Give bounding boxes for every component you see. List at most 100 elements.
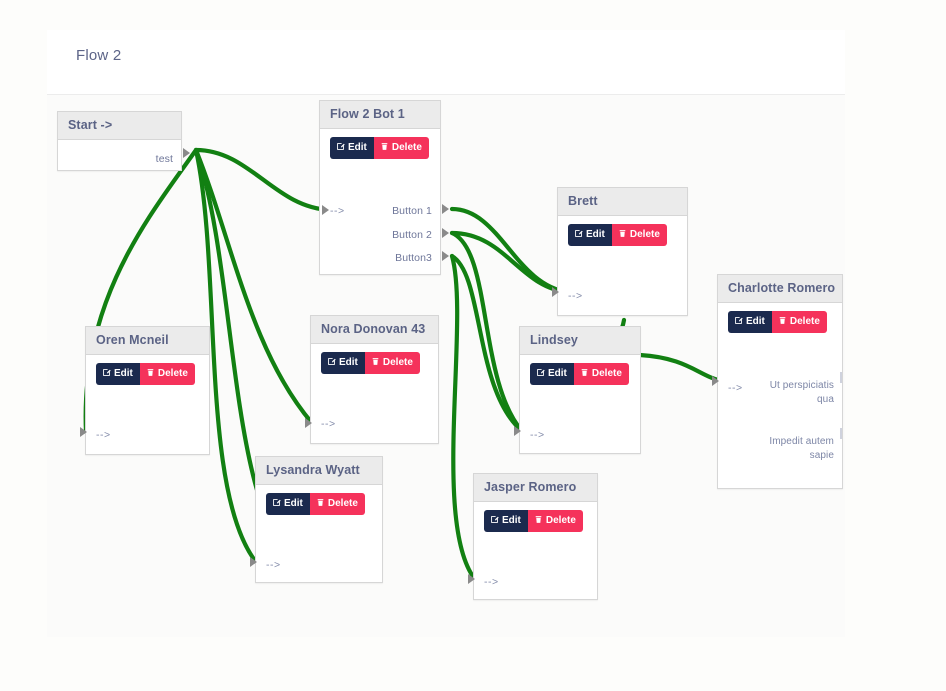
pencil-square-icon — [574, 229, 583, 240]
trash-icon — [371, 357, 380, 368]
edit-button-flow-2-bot-1[interactable]: Edit — [330, 137, 374, 159]
node-title-brett: Brett — [558, 188, 687, 216]
node-flow-2-bot-1[interactable]: Flow 2 Bot 1 Edit Delete --> Button 1 Bu… — [319, 100, 441, 275]
page-title: Flow 2 — [76, 47, 122, 64]
edit-button-lysandra-wyatt[interactable]: Edit — [266, 493, 310, 515]
input-port-label-charlotte-romero[interactable]: --> — [728, 382, 743, 394]
node-start[interactable]: Start -> test — [57, 111, 182, 171]
flow-header-panel: Flow 2 — [47, 30, 845, 95]
input-port-marker-charlotte-romero[interactable] — [712, 376, 719, 386]
pencil-square-icon — [734, 316, 743, 327]
input-port-label-nora-donovan-43[interactable]: --> — [321, 418, 336, 430]
node-actions-jasper-romero: Edit Delete — [474, 502, 597, 532]
trash-icon — [146, 368, 155, 379]
delete-button-lindsey[interactable]: Delete — [573, 363, 629, 385]
pencil-square-icon — [102, 368, 111, 379]
node-title-start: Start -> — [58, 112, 181, 140]
node-title-charlotte-romero: Charlotte Romero — [718, 275, 842, 303]
output-port-label-button-1[interactable]: Button 1 — [392, 205, 432, 217]
node-charlotte-romero[interactable]: Charlotte Romero Edit Delete --> Ut pers… — [717, 274, 843, 489]
node-actions-oren-mcneil: Edit Delete — [86, 355, 209, 385]
delete-button-flow-2-bot-1[interactable]: Delete — [373, 137, 429, 159]
delete-button-lysandra-wyatt[interactable]: Delete — [309, 493, 365, 515]
delete-button-jasper-romero[interactable]: Delete — [527, 510, 583, 532]
output-port-label-test[interactable]: test — [155, 153, 173, 165]
delete-button-label: Delete — [391, 142, 422, 153]
edit-button-charlotte-romero[interactable]: Edit — [728, 311, 772, 333]
input-port-label-brett[interactable]: --> — [568, 290, 583, 302]
output-port-label-impedit-autem-sapie[interactable]: Impedit autem sapie — [769, 436, 834, 461]
node-lindsey[interactable]: Lindsey Edit Delete --> — [519, 326, 641, 454]
delete-button-charlotte-romero[interactable]: Delete — [771, 311, 827, 333]
edit-button-jasper-romero[interactable]: Edit — [484, 510, 528, 532]
pencil-square-icon — [272, 498, 281, 509]
input-port-marker-brett[interactable] — [552, 287, 559, 297]
delete-button-label: Delete — [629, 229, 660, 240]
delete-button-brett[interactable]: Delete — [611, 224, 667, 246]
pencil-square-icon — [536, 368, 545, 379]
delete-button-label: Delete — [545, 515, 576, 526]
node-actions-lysandra-wyatt: Edit Delete — [256, 485, 382, 515]
input-port-label-jasper-romero[interactable]: --> — [484, 576, 499, 588]
output-port-label-button-3[interactable]: Button3 — [395, 252, 432, 264]
edit-button-label: Edit — [502, 515, 521, 526]
node-body-lindsey: Edit Delete --> — [520, 355, 640, 453]
edit-button-label: Edit — [348, 142, 367, 153]
edit-button-label: Edit — [586, 229, 605, 240]
output-port-marker-button-2[interactable] — [442, 228, 449, 238]
input-port-label-oren-mcneil[interactable]: --> — [96, 429, 111, 441]
node-title-lindsey: Lindsey — [520, 327, 640, 355]
edit-button-nora-donovan-43[interactable]: Edit — [321, 352, 365, 374]
trash-icon — [580, 368, 589, 379]
input-port-marker-oren-mcneil[interactable] — [80, 427, 87, 437]
node-brett[interactable]: Brett Edit Delete --> — [557, 187, 688, 316]
input-port-marker-nora-donovan-43[interactable] — [305, 418, 312, 428]
edit-button-brett[interactable]: Edit — [568, 224, 612, 246]
input-port-label-lysandra-wyatt[interactable]: --> — [266, 559, 281, 571]
trash-icon — [380, 142, 389, 153]
delete-button-label: Delete — [382, 357, 413, 368]
delete-button-oren-mcneil[interactable]: Delete — [139, 363, 195, 385]
node-body-lysandra-wyatt: Edit Delete --> — [256, 485, 382, 582]
output-port-marker-impedit-autem-sapie[interactable] — [840, 428, 842, 439]
trash-icon — [534, 515, 543, 526]
input-port-marker-lindsey[interactable] — [514, 426, 521, 436]
input-port-marker-jasper-romero[interactable] — [468, 574, 475, 584]
node-actions-lindsey: Edit Delete — [520, 355, 640, 385]
node-actions-charlotte-romero: Edit Delete — [718, 303, 842, 333]
input-port-marker-flow-2-bot-1[interactable] — [322, 205, 329, 215]
pencil-square-icon — [336, 142, 345, 153]
input-port-label-flow-2-bot-1[interactable]: --> — [330, 205, 345, 217]
node-actions-nora-donovan-43: Edit Delete — [311, 344, 438, 374]
edit-button-oren-mcneil[interactable]: Edit — [96, 363, 140, 385]
output-port-marker-start-test[interactable] — [183, 148, 190, 158]
node-body-jasper-romero: Edit Delete --> — [474, 502, 597, 599]
node-body-flow-2-bot-1: Edit Delete --> Button 1 Button 2 Button… — [320, 129, 440, 274]
trash-icon — [618, 229, 627, 240]
node-title-jasper-romero: Jasper Romero — [474, 474, 597, 502]
node-body-oren-mcneil: Edit Delete --> — [86, 355, 209, 454]
node-body-nora-donovan-43: Edit Delete --> — [311, 344, 438, 443]
output-port-label-ut-perspiciatis-qua[interactable]: Ut perspiciatis qua — [769, 380, 834, 405]
edit-button-lindsey[interactable]: Edit — [530, 363, 574, 385]
node-title-nora-donovan-43: Nora Donovan 43 — [311, 316, 438, 344]
node-lysandra-wyatt[interactable]: Lysandra Wyatt Edit Delete --> — [255, 456, 383, 583]
edit-button-label: Edit — [284, 498, 303, 509]
edit-button-label: Edit — [339, 357, 358, 368]
node-oren-mcneil[interactable]: Oren Mcneil Edit Delete --> — [85, 326, 210, 455]
node-body-charlotte-romero: Edit Delete --> Ut perspiciatis qua Impe… — [718, 303, 842, 488]
input-port-label-lindsey[interactable]: --> — [530, 429, 545, 441]
node-nora-donovan-43[interactable]: Nora Donovan 43 Edit Delete --> — [310, 315, 439, 444]
trash-icon — [316, 498, 325, 509]
output-port-label-button-2[interactable]: Button 2 — [392, 229, 432, 241]
node-title-oren-mcneil: Oren Mcneil — [86, 327, 209, 355]
input-port-marker-lysandra-wyatt[interactable] — [250, 557, 257, 567]
delete-button-label: Delete — [157, 368, 188, 379]
node-actions-brett: Edit Delete — [558, 216, 687, 246]
output-port-marker-button-3[interactable] — [442, 251, 449, 261]
delete-button-nora-donovan-43[interactable]: Delete — [364, 352, 420, 374]
output-port-marker-ut-perspiciatis-qua[interactable] — [840, 372, 842, 383]
node-jasper-romero[interactable]: Jasper Romero Edit Delete --> — [473, 473, 598, 600]
output-port-marker-button-1[interactable] — [442, 204, 449, 214]
